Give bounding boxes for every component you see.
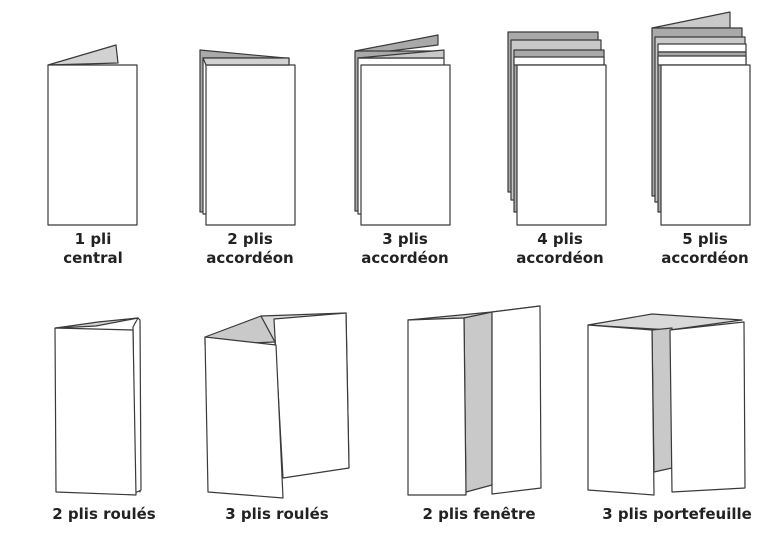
fold-4-plis-accordeon-illustration <box>507 31 607 226</box>
fold-label-line2: accordéon <box>661 249 749 267</box>
fold-label-4-plis-accordeon: 4 plis accordéon <box>485 230 635 268</box>
fold-label-3-plis-accordeon: 3 plis accordéon <box>330 230 480 268</box>
fold-label-line1: 2 plis <box>227 230 273 248</box>
fold-label-line2: central <box>63 249 123 267</box>
fold-label-line1: 1 pli <box>74 230 112 248</box>
fold-2-plis-accordeon-illustration <box>199 49 296 226</box>
fold-label-line2: accordéon <box>361 249 449 267</box>
fold-label-line1: 2 plis fenêtre <box>422 505 536 523</box>
fold-label-2-plis-roules: 2 plis roulés <box>29 505 179 524</box>
fold-label-line1: 3 plis <box>382 230 428 248</box>
fold-label-2-plis-accordeon: 2 plis accordéon <box>175 230 325 268</box>
fold-label-line1: 5 plis <box>682 230 728 248</box>
fold-label-3-plis-roules: 3 plis roulés <box>202 505 352 524</box>
fold-2-plis-fenetre-illustration <box>407 305 542 496</box>
fold-label-line1: 4 plis <box>537 230 583 248</box>
fold-label-line1: 3 plis roulés <box>225 505 329 523</box>
fold-label-1-pli-central: 1 pli central <box>18 230 168 268</box>
fold-label-2-plis-fenetre: 2 plis fenêtre <box>404 505 554 524</box>
fold-3-plis-roules-illustration <box>204 312 350 499</box>
fold-label-5-plis-accordeon: 5 plis accordéon <box>630 230 780 268</box>
fold-label-line1: 2 plis roulés <box>52 505 156 523</box>
fold-label-line1: 3 plis portefeuille <box>602 505 752 523</box>
fold-1-pli-central-illustration <box>47 44 138 226</box>
fold-3-plis-accordeon-illustration <box>354 34 451 226</box>
fold-2-plis-roules-illustration <box>54 317 142 496</box>
fold-label-line2: accordéon <box>516 249 604 267</box>
fold-3-plis-portefeuille-illustration <box>587 313 746 496</box>
fold-label-3-plis-portefeuille: 3 plis portefeuille <box>592 505 762 524</box>
fold-label-line2: accordéon <box>206 249 294 267</box>
fold-5-plis-accordeon-illustration <box>651 11 751 226</box>
